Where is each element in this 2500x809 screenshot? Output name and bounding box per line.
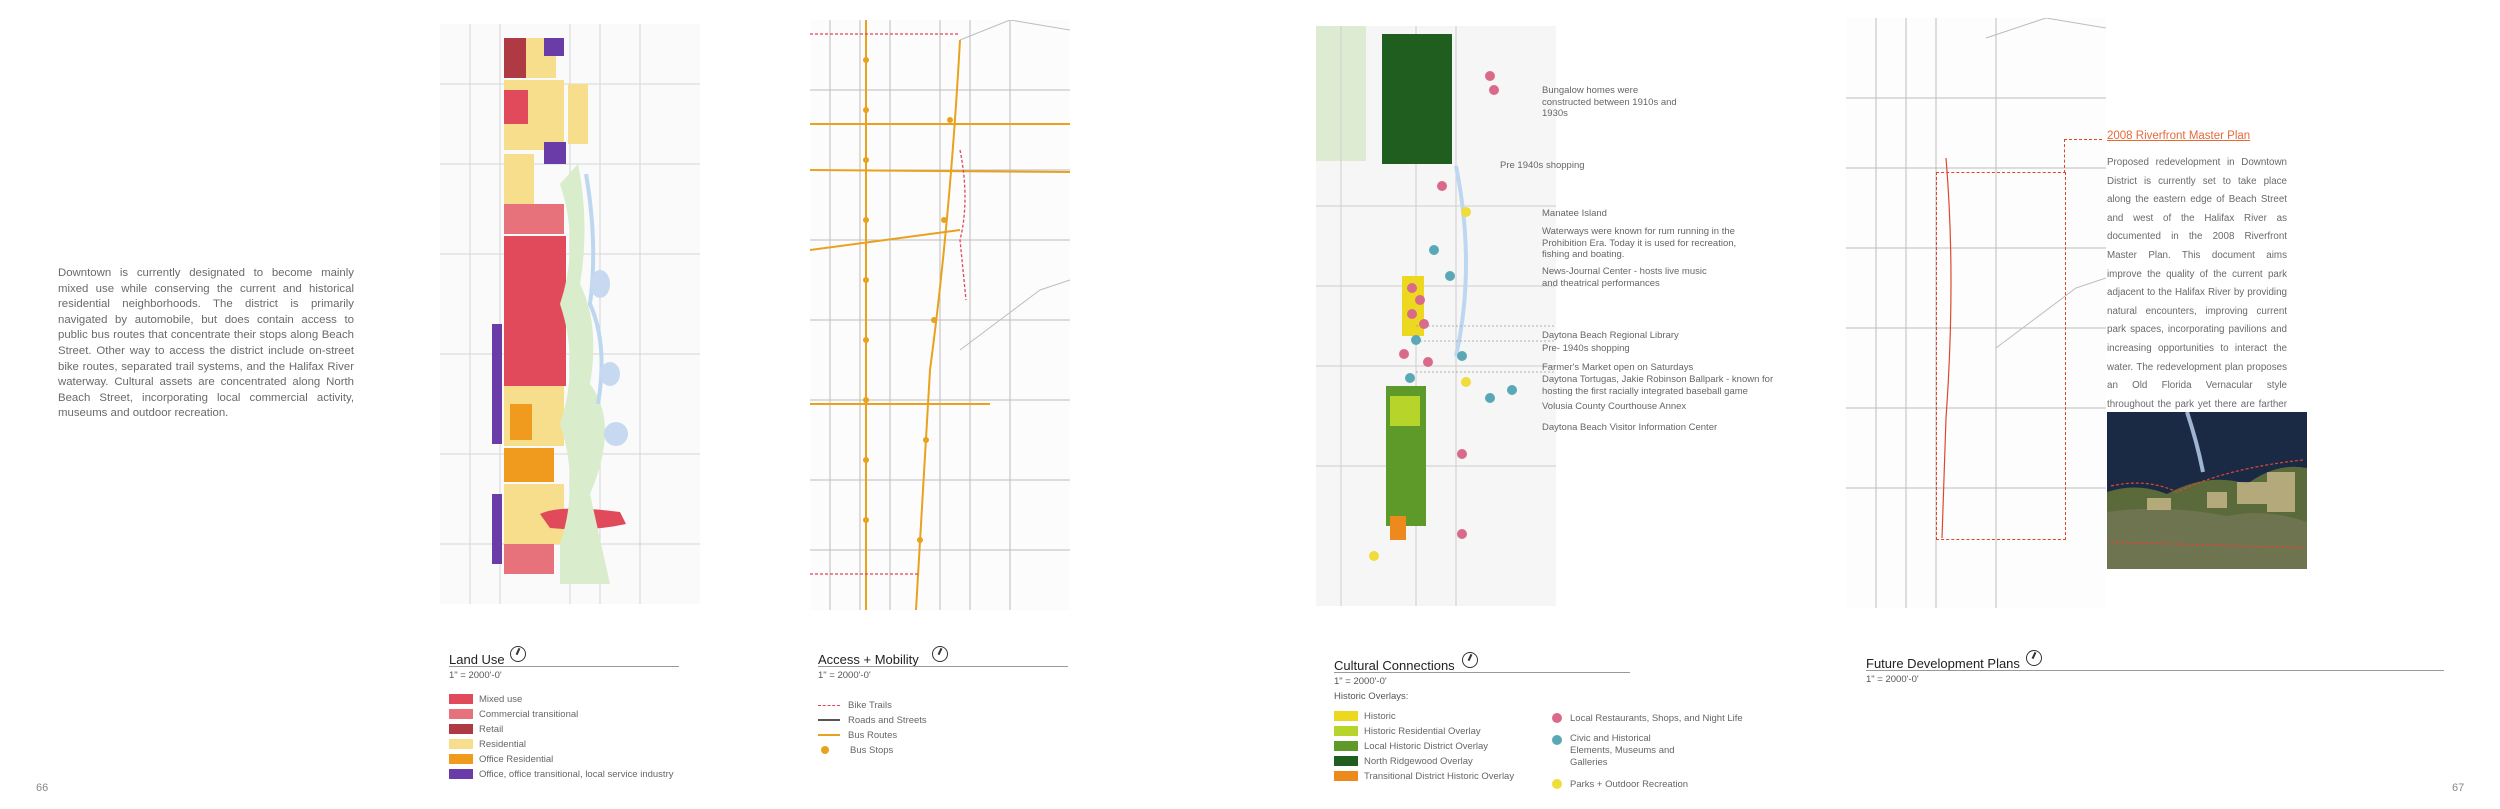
annotation: Volusia County Courthouse Annex — [1542, 401, 1687, 412]
future-rule — [1866, 670, 2444, 671]
bus-stop-swatch — [821, 746, 829, 755]
annotation: Waterways were known for rum running in … — [1542, 226, 1737, 260]
swatch-office — [449, 769, 473, 780]
swatch-historic-residential — [1334, 726, 1358, 737]
swatch-commercial-transitional — [449, 709, 473, 720]
plan-title-link[interactable]: 2008 Riverfront Master Plan — [2107, 130, 2251, 142]
road-swatch — [818, 719, 840, 722]
legend-item: Local Restaurants, Shops, and Night Life — [1552, 713, 1752, 725]
future-title: Future Development Plans — [1866, 656, 2020, 671]
bike-trail-swatch — [818, 704, 840, 706]
legend-item: Historic Residential Overlay — [1334, 724, 1514, 739]
land-use-title: Land Use — [449, 652, 505, 667]
future-map — [1846, 18, 2106, 608]
land-use-map — [440, 24, 700, 604]
annotation: Manatee Island — [1542, 208, 1607, 219]
access-mobility-map — [810, 20, 1070, 610]
legend-item: Bike Trails — [818, 698, 927, 713]
future-scale: 1" = 2000'-0' — [1866, 674, 1919, 685]
boundary-connector — [2064, 139, 2102, 140]
annotation: Daytona Tortugas, Jakie Robinson Ballpar… — [1542, 374, 1774, 397]
north-arrow-icon — [1462, 652, 1478, 668]
cultural-title: Cultural Connections — [1334, 658, 1455, 673]
legend-item: Roads and Streets — [818, 713, 927, 728]
swatch-retail — [449, 724, 473, 735]
legend-item: Bus Routes — [818, 728, 927, 743]
legend-item: Residential — [449, 737, 674, 752]
annotation: Daytona Beach Regional Library — [1542, 330, 1679, 341]
annotation: Pre- 1940s shopping — [1542, 343, 1630, 354]
bus-route-swatch — [818, 734, 840, 737]
north-arrow-icon — [2026, 650, 2042, 666]
swatch-historic — [1334, 711, 1358, 722]
legend-item: Commercial transitional — [449, 707, 674, 722]
cultural-map — [1316, 26, 1556, 606]
annotation: Daytona Beach Visitor Information Center — [1542, 422, 1718, 433]
legend-item: Civic and Historical Elements, Museums a… — [1552, 733, 1752, 769]
redevelopment-boundary — [1936, 172, 2066, 540]
page-number-right: 67 — [2452, 782, 2465, 794]
cultural-scale: 1" = 2000'-0' — [1334, 676, 1387, 687]
intro-paragraph: Downtown is currently designated to beco… — [58, 267, 354, 420]
access-title: Access + Mobility — [818, 652, 919, 667]
legend-item: Local Historic District Overlay — [1334, 739, 1514, 754]
annotation: Pre 1940s shopping — [1500, 160, 1585, 171]
swatch-transitional — [1334, 771, 1358, 782]
north-arrow-icon — [932, 646, 948, 662]
overlay-legend: Historic Historic Residential Overlay Lo… — [1334, 709, 1514, 784]
north-arrow-icon — [510, 646, 526, 662]
swatch-mixed-use — [449, 694, 473, 705]
land-use-rule — [449, 666, 679, 667]
riverfront-aerial-image — [2107, 412, 2307, 569]
annotation: Farmer's Market open on Saturdays — [1542, 362, 1694, 373]
annotation: News-Journal Center - hosts live music a… — [1542, 266, 1707, 289]
civic-dot-icon — [1552, 735, 1562, 745]
legend-item: Office Residential — [449, 752, 674, 767]
legend-item: North Ridgewood Overlay — [1334, 754, 1514, 769]
restaurant-dot-icon — [1552, 713, 1562, 724]
land-use-scale: 1" = 2000'-0' — [449, 670, 502, 681]
legend-item: Historic — [1334, 709, 1514, 724]
access-rule — [818, 666, 1068, 667]
legend-item: Parks + Outdoor Recreation — [1552, 779, 1752, 791]
points-legend: Local Restaurants, Shops, and Night Life… — [1552, 713, 1752, 791]
access-scale: 1" = 2000'-0' — [818, 670, 871, 681]
legend-item: Retail — [449, 722, 674, 737]
cultural-rule — [1334, 672, 1630, 673]
park-dot-icon — [1552, 779, 1562, 790]
swatch-local-historic — [1334, 741, 1358, 752]
swatch-residential — [449, 739, 473, 750]
legend-item: Office, office transitional, local servi… — [449, 767, 674, 782]
page-number-left: 66 — [36, 782, 49, 794]
boundary-connector — [2064, 139, 2065, 173]
swatch-north-ridgewood — [1334, 756, 1358, 767]
overlays-heading: Historic Overlays: — [1334, 691, 1409, 702]
legend-item: Mixed use — [449, 692, 674, 707]
land-use-legend: Mixed use Commercial transitional Retail… — [449, 692, 674, 782]
access-legend: Bike Trails Roads and Streets Bus Routes… — [818, 698, 927, 758]
legend-item: Transitional District Historic Overlay — [1334, 769, 1514, 784]
swatch-office-residential — [449, 754, 473, 765]
annotation: Bungalow homes were constructed between … — [1542, 85, 1677, 119]
legend-item: Bus Stops — [818, 743, 927, 758]
